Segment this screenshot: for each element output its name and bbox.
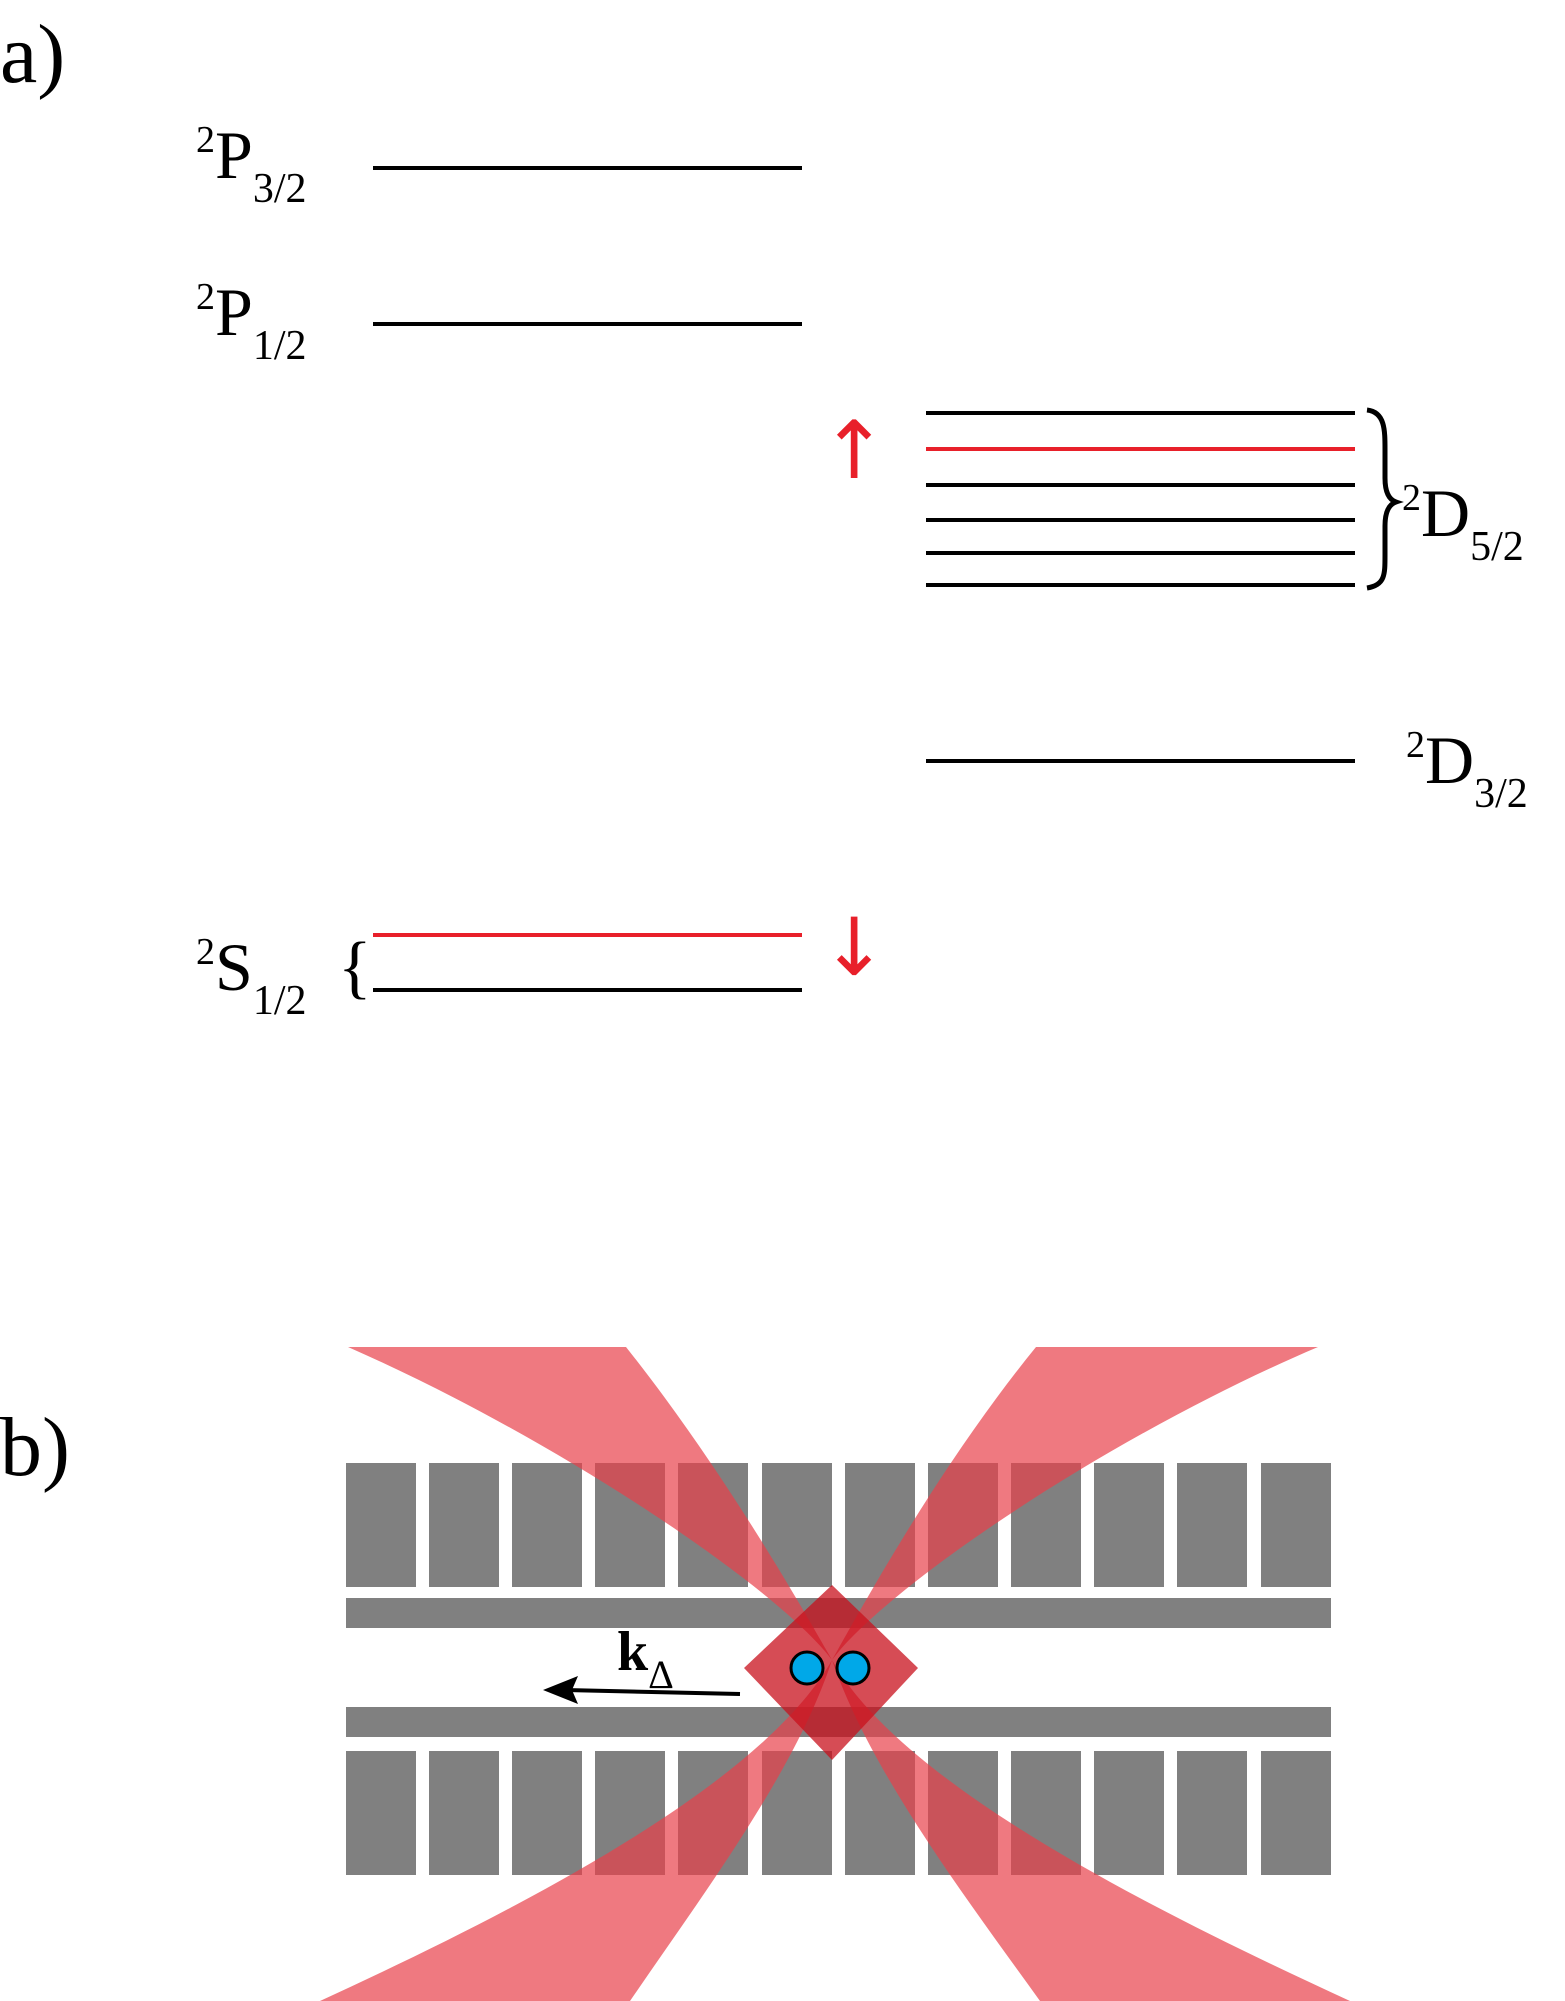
level-p32-sub: 3/2 — [253, 166, 307, 212]
level-d52: 2D5/2 — [926, 407, 1524, 591]
bottom-segment — [512, 1751, 582, 1875]
right-brace-icon — [1366, 407, 1404, 591]
bottom-electrode-segments — [346, 1751, 1331, 1875]
top-electrode-segments — [346, 1463, 1331, 1587]
wavevector-symbol: k — [617, 1621, 649, 1683]
left-brace-icon: { — [338, 929, 372, 1006]
top-segment — [346, 1463, 416, 1587]
level-d52-sup: 2 — [1402, 477, 1421, 519]
level-d32-letter: D — [1425, 722, 1474, 798]
bottom-segment — [1177, 1751, 1247, 1875]
panel-b: b) — [0, 1347, 1350, 2001]
level-d52-term: 2D5/2 — [1402, 475, 1524, 570]
arrowhead-icon — [543, 1676, 578, 1704]
ion-1 — [789, 1650, 825, 1686]
level-s12-sub: 1/2 — [253, 978, 307, 1024]
bottom-segment — [1261, 1751, 1331, 1875]
level-p12-term: 2P1/2 — [196, 274, 307, 369]
top-segment — [429, 1463, 499, 1587]
down-arrow-icon: ↓ — [820, 901, 887, 994]
wavevector-subscript: Δ — [648, 1652, 674, 1697]
wavevector-label: kΔ — [617, 1621, 674, 1697]
level-p32-letter: P — [215, 117, 253, 193]
wavevector-arrow-line — [564, 1688, 741, 1696]
panel-b-label: b) — [0, 1401, 70, 1494]
level-p32-sup: 2 — [196, 119, 215, 161]
top-segment — [1094, 1463, 1164, 1587]
bottom-segment — [429, 1751, 499, 1875]
panel-a: a) 2P3/2 2P1/2 2D5/2 — [0, 8, 1528, 1024]
bottom-segment — [346, 1751, 416, 1875]
level-d52-letter: D — [1421, 475, 1470, 551]
level-p12-sub: 1/2 — [253, 323, 307, 369]
level-p12: 2P1/2 — [196, 274, 802, 369]
beam-overlap-region — [744, 1585, 918, 1760]
level-p12-sup: 2 — [196, 276, 215, 318]
level-p12-letter: P — [215, 274, 253, 350]
up-arrow-icon: ↑ — [820, 404, 887, 497]
level-s12-term: 2S1/2 — [196, 929, 307, 1024]
level-p32: 2P3/2 — [196, 117, 802, 212]
panel-a-label: a) — [0, 8, 65, 101]
level-d52-sub: 5/2 — [1470, 524, 1524, 570]
top-segment — [1177, 1463, 1247, 1587]
level-s12-letter: S — [215, 929, 253, 1005]
level-s12-sup: 2 — [196, 931, 215, 973]
level-d32-term: 2D3/2 — [1406, 722, 1528, 817]
level-s12: 2S1/2 { — [196, 929, 802, 1024]
laser-beams — [320, 1347, 1350, 2001]
top-segment — [512, 1463, 582, 1587]
level-d32-sup: 2 — [1406, 724, 1425, 766]
level-d32: 2D3/2 — [926, 722, 1528, 817]
ions — [789, 1650, 871, 1686]
bottom-segment — [1094, 1751, 1164, 1875]
top-segment — [1261, 1463, 1331, 1587]
ion-2 — [835, 1650, 871, 1686]
level-p32-term: 2P3/2 — [196, 117, 307, 212]
level-d32-sub: 3/2 — [1474, 771, 1528, 817]
wavevector-arrow: kΔ — [543, 1621, 741, 1704]
